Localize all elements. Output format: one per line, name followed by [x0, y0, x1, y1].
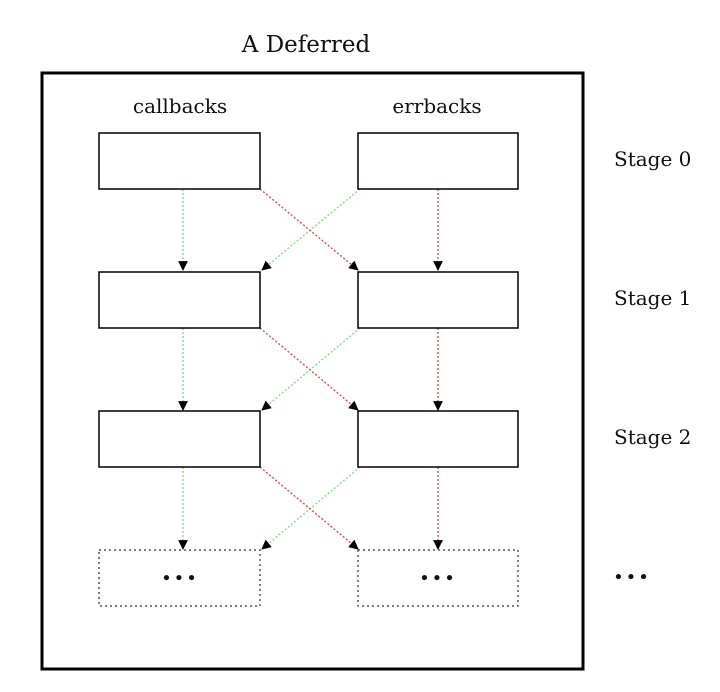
edge-errback-0-to-callback-1 — [261, 188, 361, 271]
continuation-boxes — [98, 549, 519, 607]
stage-boxes — [98, 132, 519, 468]
edge-callback-1-to-errback-2 — [259, 327, 359, 411]
errback-box-more — [357, 549, 519, 607]
errback-more-ellipsis: ••• — [419, 568, 457, 589]
callback-box-stage-0 — [98, 132, 261, 190]
callback-more-ellipsis: ••• — [161, 568, 199, 589]
success-edges — [178, 188, 361, 550]
diagram-title: A Deferred — [241, 32, 371, 58]
errback-box-stage-1 — [357, 271, 519, 329]
error-edges — [259, 188, 443, 550]
stage-label-1: Stage 1 — [614, 286, 691, 310]
callback-box-more — [98, 549, 261, 607]
stage-label-0: Stage 0 — [614, 147, 691, 171]
edge-errback-1-to-callback-2 — [261, 327, 361, 411]
edge-callback-0-to-errback-1 — [259, 188, 359, 271]
stage-label-more: ••• — [613, 567, 651, 588]
stage-label-2: Stage 2 — [614, 425, 691, 449]
errback-box-stage-2 — [357, 410, 519, 468]
errbacks-header: errbacks — [392, 94, 481, 118]
errback-box-stage-0 — [357, 132, 519, 190]
callbacks-header: callbacks — [133, 94, 227, 118]
callback-box-stage-1 — [98, 271, 261, 329]
callback-box-stage-2 — [98, 410, 261, 468]
edge-callback-2-to-errback-more — [259, 466, 359, 550]
edge-errback-2-to-callback-more — [261, 466, 361, 550]
deferred-frame — [40, 71, 585, 671]
